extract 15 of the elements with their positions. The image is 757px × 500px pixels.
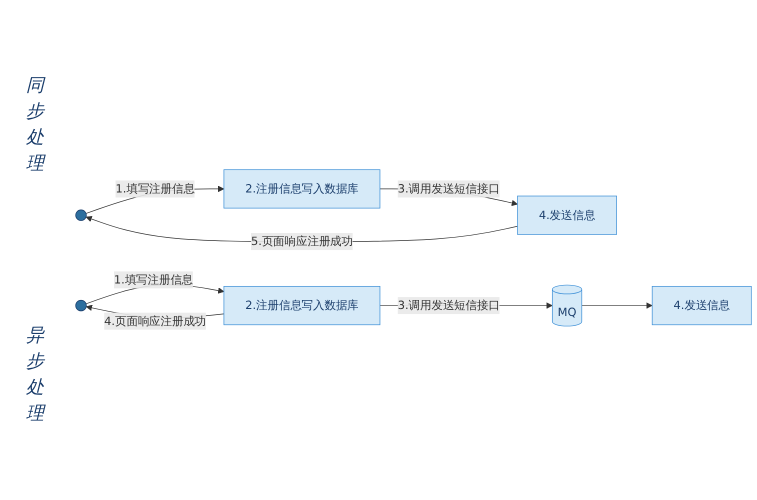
node-box: 2.注册信息写入数据库 (224, 286, 380, 326)
node-box: 4.发送信息 (652, 286, 752, 326)
node-box: 4.发送信息 (517, 196, 617, 236)
edge-label: 4.页面响应注册成功 (104, 314, 206, 328)
edge-label: 3.调用发送短信接口 (398, 298, 500, 312)
node-person (75, 300, 87, 312)
edge-label: 1.填写注册信息 (114, 273, 194, 287)
node-person (75, 210, 87, 222)
arrow (581, 302, 652, 309)
edge-label: 3.调用发送短信接口 (398, 182, 500, 196)
side-label: 同步处理 (25, 74, 45, 176)
node-box: 2.注册信息写入数据库 (224, 170, 380, 209)
edge-label: 1.填写注册信息 (116, 182, 195, 196)
edge-label: 5.页面响应注册成功 (250, 234, 353, 248)
side-label: 异步处理 (25, 324, 45, 426)
